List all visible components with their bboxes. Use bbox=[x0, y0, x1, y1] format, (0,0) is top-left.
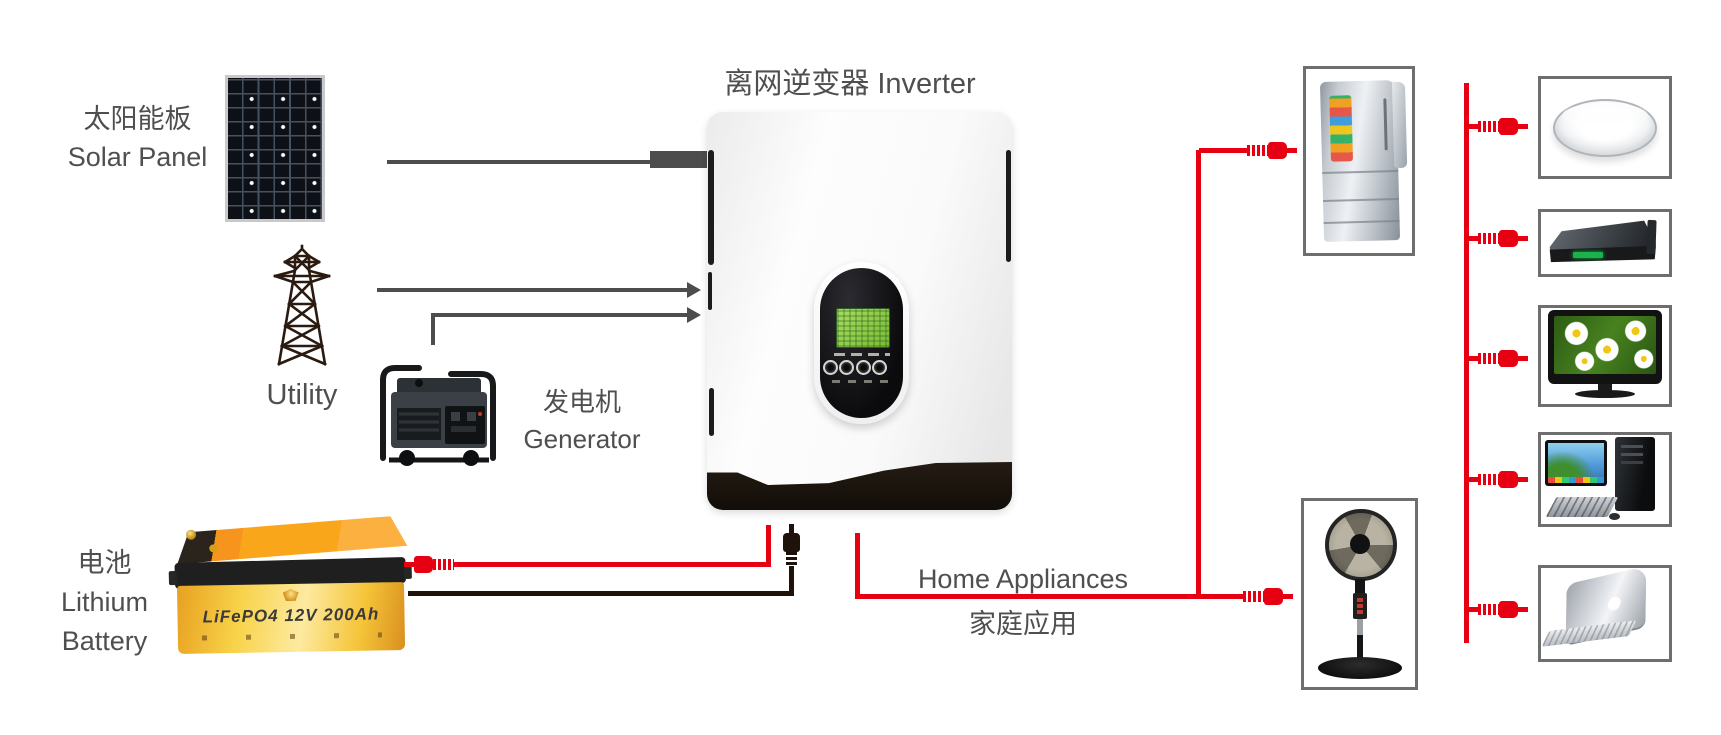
appliance-box-tv bbox=[1538, 305, 1672, 407]
inverter-vent bbox=[708, 150, 714, 265]
inverter-button bbox=[839, 360, 854, 375]
power-plug-icon bbox=[1469, 350, 1528, 367]
appliance-box-ceiling-light bbox=[1538, 76, 1672, 179]
home-appliances-label-en: Home Appliances bbox=[917, 564, 1129, 594]
wire-fridge-stub bbox=[1199, 148, 1239, 153]
inverter-button bbox=[823, 360, 838, 375]
power-plug-icon bbox=[1238, 142, 1297, 159]
inverter-panel-oval bbox=[820, 268, 903, 418]
appliance-box-fridge bbox=[1303, 66, 1415, 256]
wire-generator-to-inverter bbox=[431, 313, 689, 317]
appliance-box-computer bbox=[1538, 432, 1672, 527]
wire-battery-red bbox=[459, 562, 771, 567]
battery-cert-icons bbox=[201, 632, 382, 641]
desktop-computer-icon bbox=[1541, 435, 1669, 524]
appliance-box-fan bbox=[1301, 498, 1418, 690]
home-appliances-label: Home Appliances 家庭应用 bbox=[898, 557, 1148, 647]
inverter-lcd-display bbox=[836, 308, 890, 348]
solar-panel-label-zh: 太阳能板 bbox=[83, 104, 192, 134]
battery-model-text: LiFePO4 12V 200Ah bbox=[202, 604, 380, 627]
wire-battery-black-riser bbox=[789, 566, 794, 594]
power-plug-icon bbox=[1469, 118, 1528, 135]
inverter-control-panel bbox=[814, 262, 909, 424]
laptop-icon bbox=[1541, 565, 1669, 659]
generator-label-en: Generator bbox=[523, 424, 641, 454]
power-plug-icon bbox=[404, 556, 463, 573]
inverter-vent bbox=[709, 388, 714, 436]
lithium-battery-icon: LiFePO4 12V 200Ah bbox=[172, 516, 409, 657]
battery-label-en2: Battery bbox=[61, 626, 148, 656]
appliance-box-laptop bbox=[1538, 565, 1672, 662]
arrow-right-icon bbox=[687, 282, 701, 298]
battery-label-en1: Lithium bbox=[60, 587, 149, 617]
power-plug-icon bbox=[1234, 588, 1293, 605]
inverter-button bbox=[872, 360, 887, 375]
battery-label-zh: 电池 bbox=[77, 548, 132, 578]
utility-label: Utility bbox=[266, 379, 338, 411]
set-top-box-icon bbox=[1541, 212, 1669, 274]
power-plug-icon bbox=[1469, 601, 1528, 618]
wire-solar-to-inverter bbox=[387, 160, 654, 164]
ceiling-light-icon bbox=[1541, 79, 1669, 176]
battery-front-face: LiFePO4 12V 200Ah bbox=[176, 582, 406, 654]
power-plug-icon bbox=[650, 151, 709, 168]
power-plug-icon bbox=[1469, 471, 1528, 488]
generator-label: 发电机 Generator bbox=[492, 384, 672, 458]
appliance-bus-red bbox=[1464, 83, 1469, 643]
appliance-box-set-top-box bbox=[1538, 209, 1672, 277]
inverter-vent bbox=[1006, 150, 1011, 262]
solar-panel-icon bbox=[225, 75, 325, 222]
tv-icon bbox=[1541, 308, 1669, 404]
power-plug-icon bbox=[783, 524, 800, 565]
fridge-icon bbox=[1306, 69, 1412, 253]
wire-battery-red-riser bbox=[766, 525, 771, 567]
battery-emblem bbox=[283, 589, 299, 601]
inverter-image bbox=[707, 112, 1012, 510]
wire-output-to-fan bbox=[855, 594, 1237, 599]
generator-icon bbox=[380, 365, 496, 466]
wire-branch-to-fridge bbox=[1196, 150, 1201, 599]
inverter-title: 离网逆变器 Inverter bbox=[724, 68, 976, 100]
utility-tower-icon bbox=[273, 244, 331, 366]
arrow-right-icon bbox=[687, 307, 701, 323]
solar-panel-label-en: Solar Panel bbox=[67, 142, 208, 172]
wire-generator-riser bbox=[431, 315, 435, 345]
inverter-vent bbox=[708, 272, 712, 310]
generator-label-zh: 发电机 bbox=[542, 387, 621, 417]
wire-utility-to-inverter bbox=[377, 288, 689, 292]
battery-label: 电池 Lithium Battery bbox=[22, 544, 187, 661]
home-appliances-label-zh: 家庭应用 bbox=[969, 609, 1077, 639]
stand-fan-icon bbox=[1304, 501, 1415, 687]
inverter-button-labels bbox=[832, 380, 892, 383]
inverter-led-labels bbox=[834, 353, 890, 356]
power-plug-icon bbox=[1469, 230, 1528, 247]
inverter-button bbox=[856, 360, 871, 375]
wire-output-riser bbox=[855, 533, 860, 599]
wire-battery-black bbox=[408, 591, 794, 596]
solar-panel-label: 太阳能板 Solar Panel bbox=[30, 100, 245, 176]
